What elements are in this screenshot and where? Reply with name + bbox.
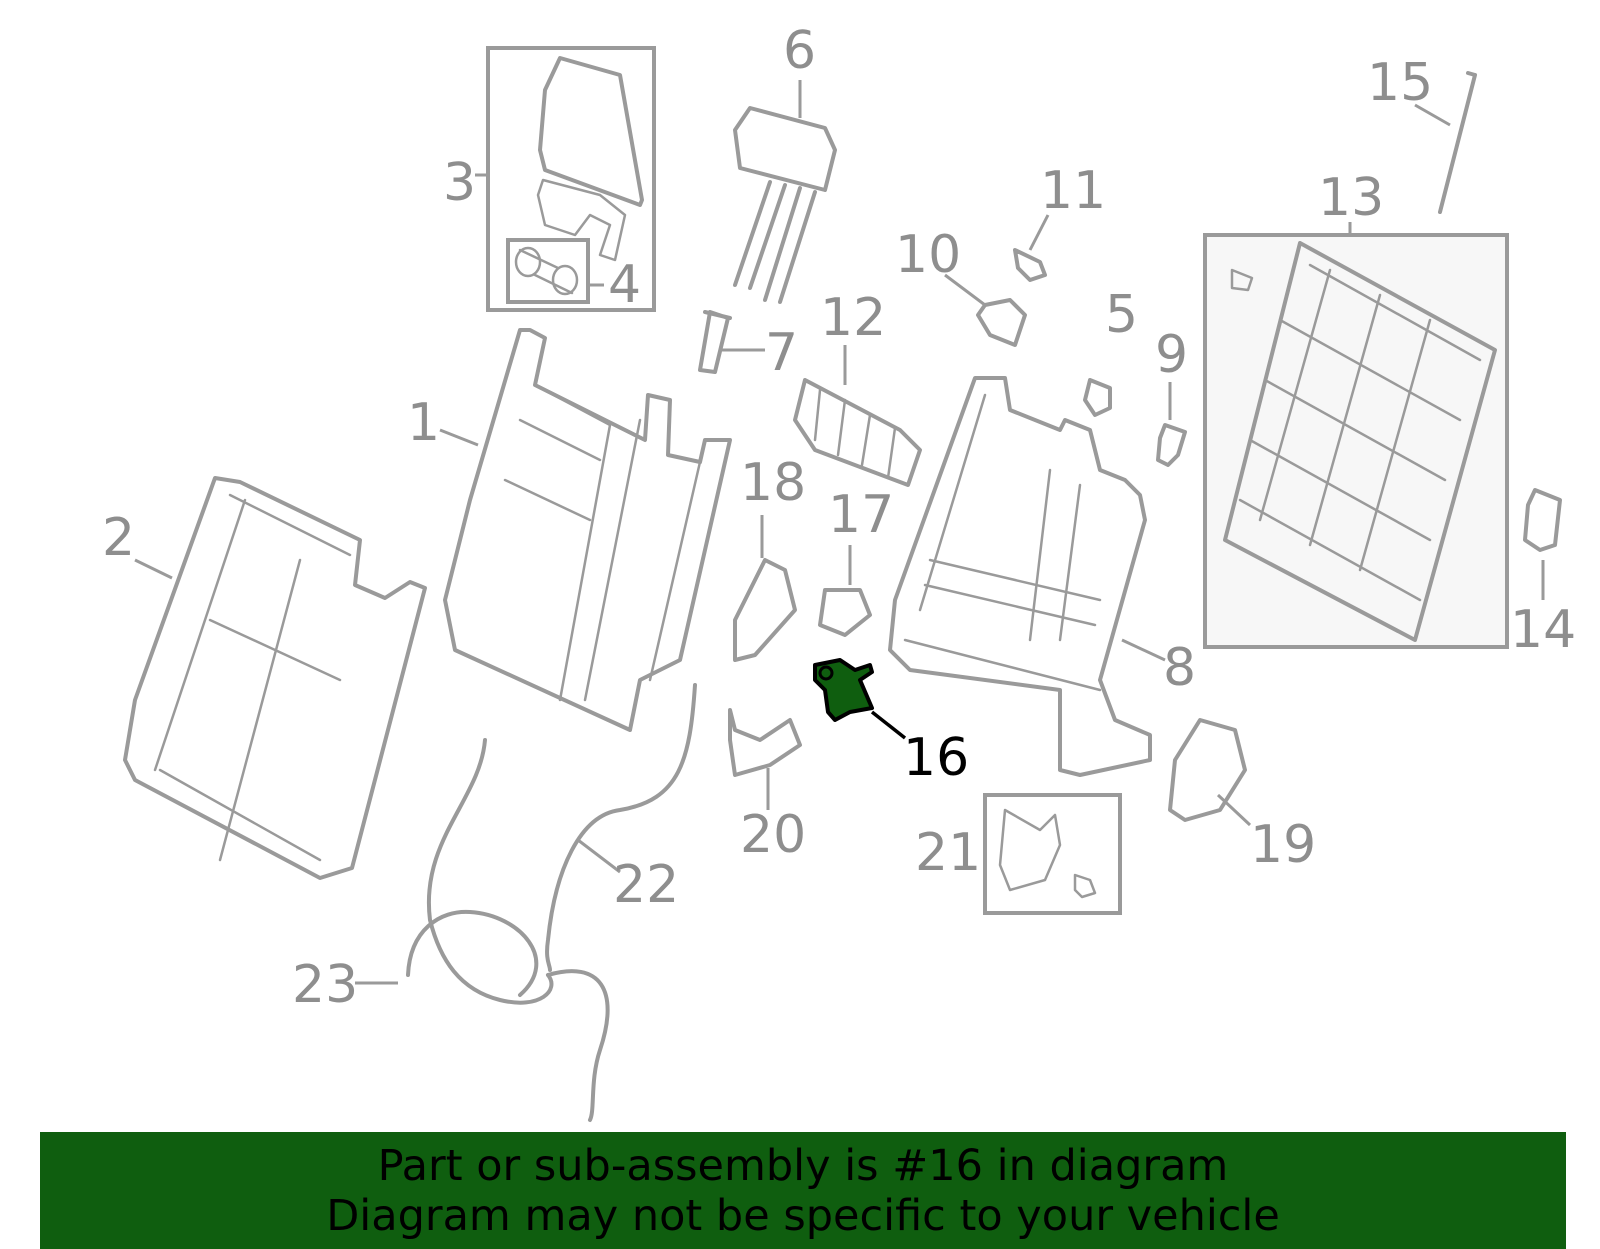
part-14-bracket[interactable] xyxy=(1523,488,1562,552)
callout-8: 8 xyxy=(1163,638,1196,698)
part-17-cover[interactable] xyxy=(818,588,872,637)
part-18-cover[interactable] xyxy=(733,558,797,662)
part-5-clip[interactable] xyxy=(1083,378,1112,417)
part-15-rod[interactable] xyxy=(1438,71,1477,214)
callout-11: 11 xyxy=(1040,161,1106,221)
callout-6: 6 xyxy=(783,21,816,81)
callout-7: 7 xyxy=(765,323,798,383)
callout-23: 23 xyxy=(292,955,358,1015)
banner-line-2: Diagram may not be specific to your vehi… xyxy=(326,1190,1280,1241)
callout-16: 16 xyxy=(903,728,969,788)
part-9-bracket[interactable] xyxy=(1156,423,1187,467)
part-2-seat-cushion[interactable] xyxy=(123,476,427,880)
callout-10: 10 xyxy=(895,225,961,285)
callout-9: 9 xyxy=(1155,325,1188,385)
part-16-highlighted[interactable] xyxy=(813,658,874,722)
callout-22: 22 xyxy=(613,855,679,915)
callout-2: 2 xyxy=(102,508,135,568)
part-21-bracket-box[interactable] xyxy=(983,793,1122,915)
callout-18: 18 xyxy=(740,453,806,513)
part-10-cover[interactable] xyxy=(976,298,1027,347)
parts-diagram: 1 2 3 4 5 6 7 8 9 10 11 12 13 14 15 16 1… xyxy=(102,21,1576,1122)
part-13-back-board-box[interactable] xyxy=(1203,233,1509,649)
part-22-cable[interactable] xyxy=(545,683,697,1122)
callout-4: 4 xyxy=(608,255,641,315)
part-4-guide-icon xyxy=(514,246,579,296)
part-20-cover[interactable] xyxy=(728,708,802,777)
callout-20: 20 xyxy=(740,805,806,865)
callout-3: 3 xyxy=(443,153,476,213)
callout-5: 5 xyxy=(1105,285,1138,345)
callout-12: 12 xyxy=(820,288,886,348)
part-12-bracket[interactable] xyxy=(793,378,922,487)
callout-17: 17 xyxy=(828,485,894,545)
part-19-cover[interactable] xyxy=(1168,718,1247,822)
part-23-cable[interactable] xyxy=(406,738,554,1005)
callout-15: 15 xyxy=(1367,53,1433,113)
part-6-headrest[interactable] xyxy=(733,106,837,304)
callout-19: 19 xyxy=(1250,815,1316,875)
callout-21: 21 xyxy=(915,823,981,883)
part-3-headrest-box[interactable] xyxy=(486,46,656,312)
callout-1: 1 xyxy=(407,393,440,453)
part-7-guide[interactable] xyxy=(698,310,732,374)
part-1-seatback-cover[interactable] xyxy=(443,328,732,732)
part-8-seatback-frame[interactable] xyxy=(888,376,1152,777)
callout-labels: 1 2 3 4 5 6 7 8 9 10 11 12 13 14 15 16 1… xyxy=(102,21,1576,1015)
info-banner: Part or sub-assembly is #16 in diagram D… xyxy=(40,1132,1566,1249)
callout-14: 14 xyxy=(1510,600,1576,660)
callout-arrows xyxy=(134,80,1545,985)
banner-line-1: Part or sub-assembly is #16 in diagram xyxy=(377,1140,1229,1191)
callout-13: 13 xyxy=(1318,168,1384,228)
part-11-clip[interactable] xyxy=(1013,248,1047,282)
